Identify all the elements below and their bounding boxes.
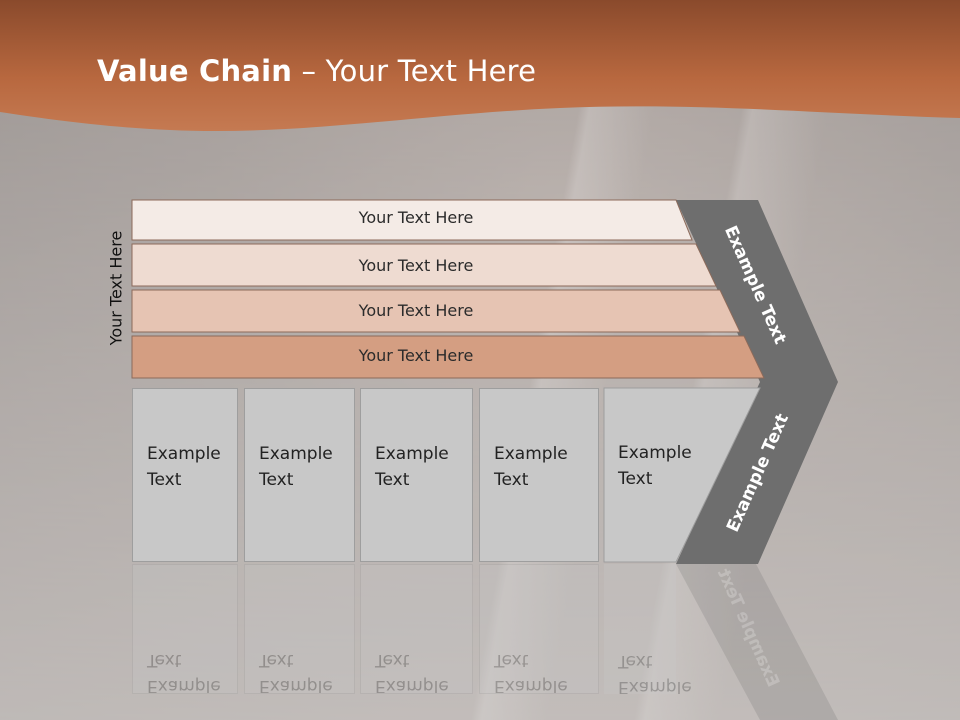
box-5-line1: Example [618,443,692,463]
box-2-line2: Text [259,470,294,490]
bar-3 [131,289,741,333]
box-3-line1: Example [375,444,449,464]
bar-label-3: Your Text Here [358,301,474,320]
bar-2 [131,243,717,287]
box-1-line2: Text [147,470,182,490]
box-2-line1: Example [259,444,333,464]
page-title: Value Chain – Your Text Here [97,54,536,88]
chevron-arrow [676,200,838,564]
bar-label-1: Your Text Here [358,208,474,227]
box-5-shape [603,387,761,563]
bar-label-2: Your Text Here [358,256,474,275]
box-5-line2: Text [618,469,653,489]
box-1-line1: Example [147,444,221,464]
box-3-line2: Text [375,470,410,490]
bar-label-4: Your Text Here [358,346,474,365]
title-bold: Value Chain [97,54,293,88]
title-rest: – Your Text Here [292,54,537,88]
box-4-line2: Text [494,470,529,490]
box-4-line1: Example [494,444,568,464]
bar-4 [131,335,765,379]
title-banner [0,0,960,132]
bar-1 [131,199,693,241]
